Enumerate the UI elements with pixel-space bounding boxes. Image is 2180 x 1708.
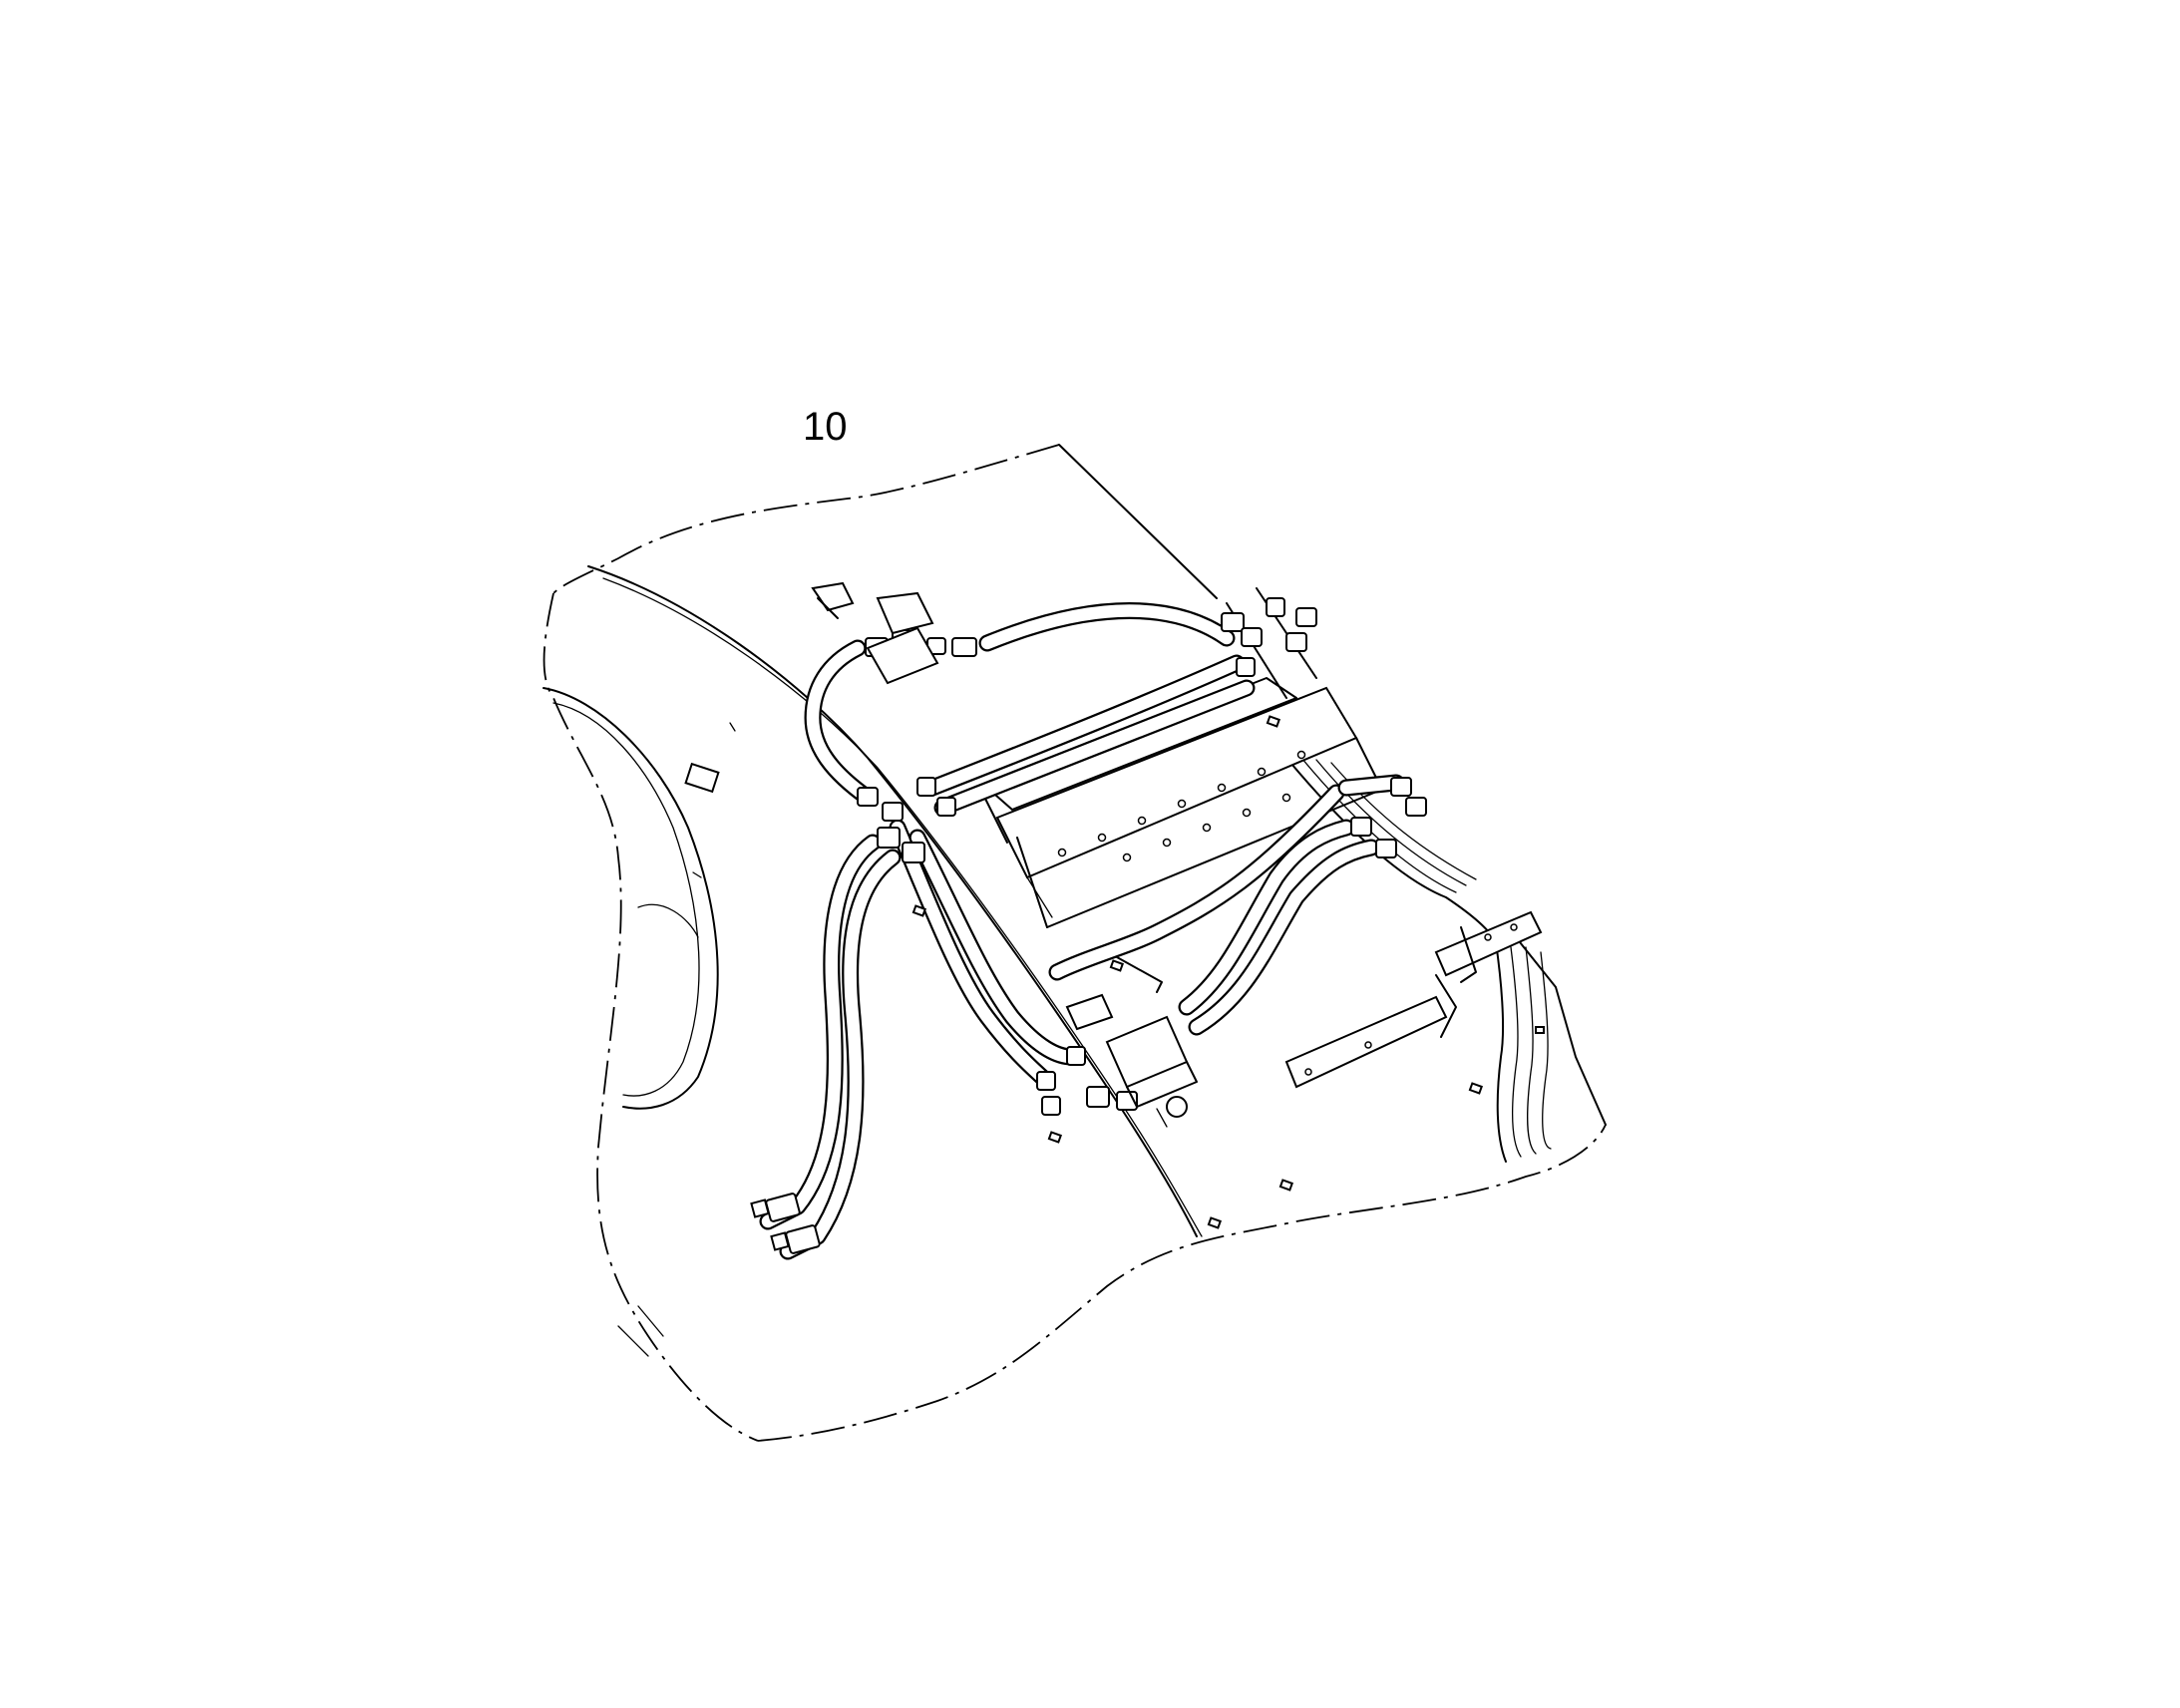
valve-blocks <box>811 581 1198 1128</box>
callout-label-10: 10 <box>803 405 848 449</box>
hose-fittings <box>750 597 1427 1254</box>
mount-bracket <box>1284 910 1543 1089</box>
hydraulic-hoses <box>759 602 1405 1260</box>
phantom-outline <box>543 444 1607 1442</box>
fender-arc <box>543 687 736 1357</box>
cross-plate-assembly <box>981 587 1387 993</box>
mounting-studs <box>911 715 1545 1229</box>
